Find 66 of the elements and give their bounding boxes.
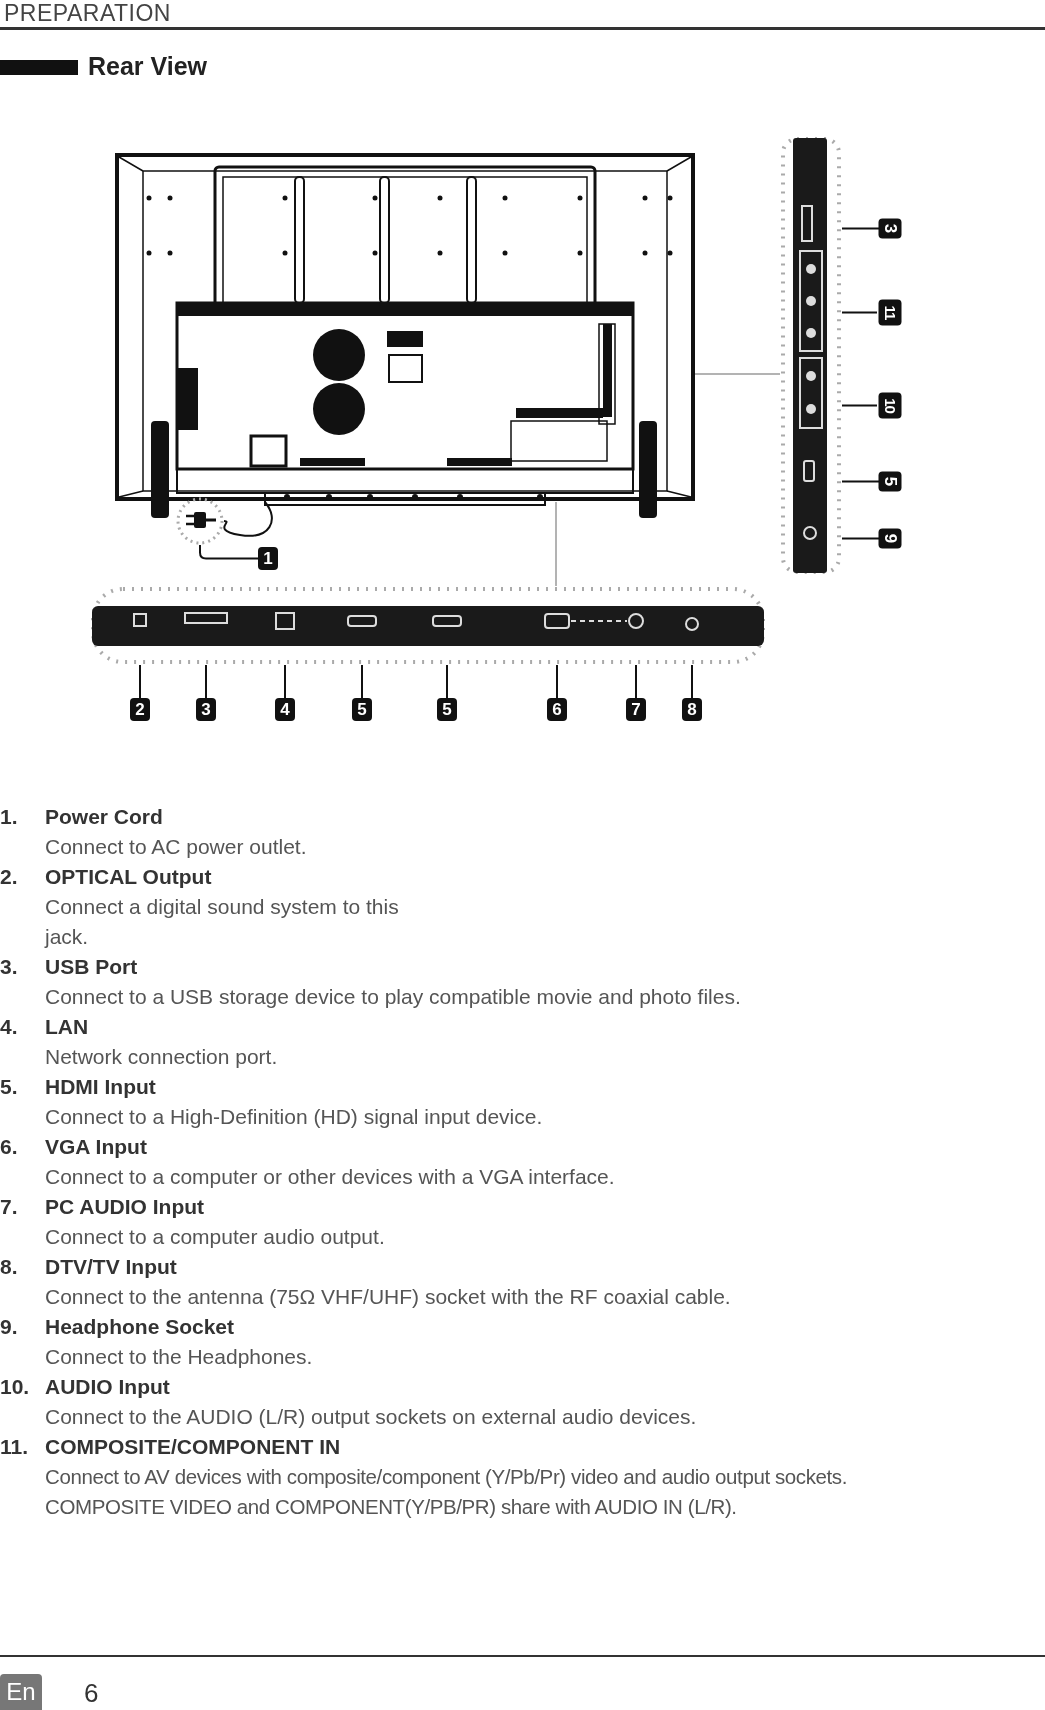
- callout-number: 8: [682, 698, 702, 721]
- leader-line: [139, 664, 141, 699]
- item-number: 2.: [0, 864, 19, 890]
- item-heading: Power Cord: [45, 804, 164, 830]
- item-description: COMPOSITE VIDEO and COMPONENT(Y/PB/PR) share with AUDIO IN (L/R).: [45, 1494, 738, 1520]
- callout-number: 5: [878, 471, 902, 492]
- section-title: PREPARATION: [4, 0, 171, 26]
- leader-line: [556, 664, 558, 699]
- callout-number: 6: [547, 698, 567, 721]
- item-heading: AUDIO Input: [45, 1374, 171, 1400]
- item-number: 5.: [0, 1074, 19, 1100]
- callout-number: 7: [626, 698, 646, 721]
- item-number: 9.: [0, 1314, 19, 1340]
- item-number: 6.: [0, 1134, 19, 1160]
- item-heading: VGA Input: [45, 1134, 148, 1160]
- leader-line: [205, 664, 207, 699]
- callout-number: 1: [258, 547, 278, 570]
- leader-line: [361, 664, 363, 699]
- callout-number: 2: [130, 698, 150, 721]
- item-heading: LAN: [45, 1014, 90, 1040]
- item-heading: DTV/TV Input: [45, 1254, 178, 1280]
- item-number: 10.: [0, 1374, 31, 1400]
- item-number: 1.: [0, 804, 19, 830]
- item-number: 8.: [0, 1254, 19, 1280]
- item-description: Connect to AC power outlet.: [45, 834, 308, 860]
- item-number: 11.: [0, 1434, 30, 1460]
- language-badge: En: [0, 1674, 42, 1710]
- item-description: Connect to a computer audio output.: [45, 1224, 386, 1250]
- item-description: Connect to the Headphones.: [45, 1344, 314, 1370]
- power-cord: [223, 501, 273, 537]
- leader-line: [199, 544, 259, 560]
- item-heading: Headphone Socket: [45, 1314, 236, 1340]
- item-description: Connect to a High-Definition (HD) signal input device.: [45, 1104, 544, 1130]
- connector-line: [694, 373, 781, 375]
- leader-line: [841, 311, 878, 314]
- item-description: Connect to AV devices with composite/component (Y/Pb/Pr) video and audio output sockets.: [45, 1464, 848, 1490]
- item-heading: PC AUDIO Input: [45, 1194, 206, 1220]
- item-heading: HDMI Input: [45, 1074, 157, 1100]
- item-heading: OPTICAL Output: [45, 864, 213, 890]
- item-number: 7.: [0, 1194, 19, 1220]
- callout-number: 4: [275, 698, 295, 721]
- callout-number: 11: [878, 299, 902, 326]
- item-description: Connect to a USB storage device to play compatible movie and photo files.: [45, 984, 742, 1010]
- leader-line: [691, 664, 693, 699]
- callout-number: 3: [196, 698, 216, 721]
- item-number: 4.: [0, 1014, 19, 1040]
- item-description: Connect a digital sound system to this jack.: [45, 894, 400, 950]
- leader-line: [635, 664, 637, 699]
- page-number: 6: [84, 1678, 99, 1709]
- item-description: Connect to the AUDIO (L/R) output sockets on external audio devices.: [45, 1404, 698, 1430]
- item-number: 3.: [0, 954, 19, 980]
- item-description: Network connection port.: [45, 1044, 279, 1070]
- item-description: Connect to a computer or other devices with a VGA interface.: [45, 1164, 616, 1190]
- callout-number: 5: [437, 698, 457, 721]
- leader-line: [841, 404, 878, 407]
- item-heading: USB Port: [45, 954, 139, 980]
- callout-number: 10: [878, 392, 902, 419]
- item-heading: COMPOSITE/COMPONENT IN: [45, 1434, 342, 1460]
- leader-line: [446, 664, 448, 699]
- section-heading: Rear View: [0, 52, 208, 81]
- callout-number: 5: [352, 698, 372, 721]
- callout-number: 9: [878, 528, 902, 549]
- item-description: Connect to the antenna (75Ω VHF/UHF) socket with the RF coaxial cable.: [45, 1284, 732, 1310]
- callout-number: 3: [878, 218, 902, 239]
- connector-line: [555, 501, 557, 587]
- leader-line: [284, 664, 286, 699]
